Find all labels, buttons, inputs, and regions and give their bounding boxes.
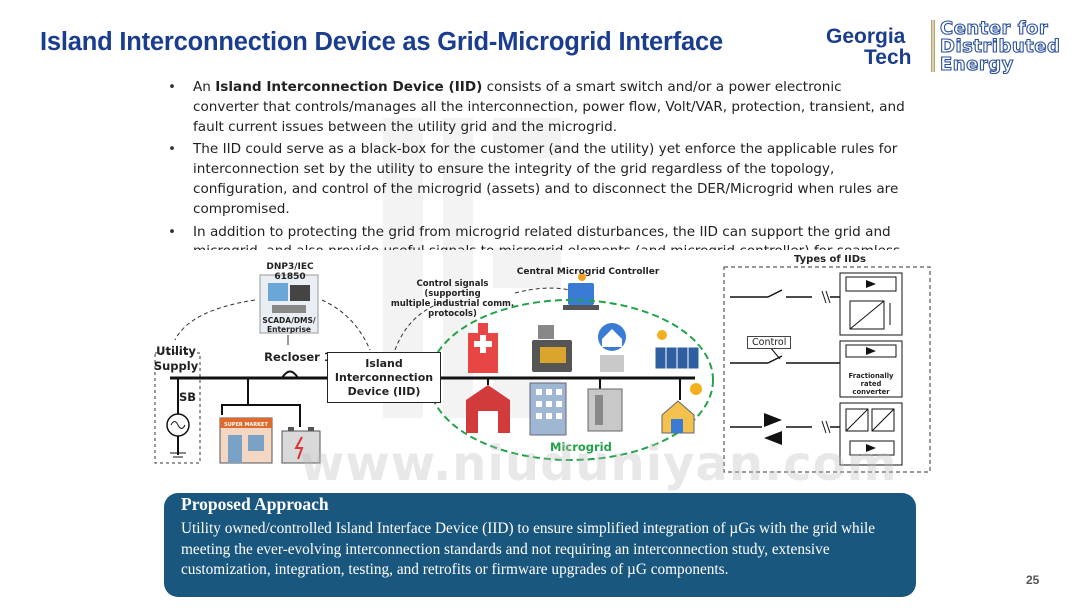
storage-tank-icon <box>587 378 623 432</box>
watermark-text: www.niuduniyan.com <box>300 436 898 492</box>
bullet-item: An Island Interconnection Device (IID) c… <box>168 78 908 137</box>
center-line3: Energy <box>939 54 1014 75</box>
proposed-approach-heading: Proposed Approach <box>181 494 329 514</box>
battery-icon <box>248 404 321 464</box>
diagram-lines <box>154 266 931 473</box>
logo-divider-icon <box>931 20 935 72</box>
central-controller-label: Central Microgrid Controller <box>516 267 660 277</box>
solar-house-icon <box>661 378 702 434</box>
georgia-tech-cde-logo: Georgia Tech Center for Distributed Ener… <box>826 18 1076 76</box>
center-wordmark: Center for Distributed Energy <box>939 18 1061 75</box>
iid-diagram: DNP3/IEC 61850 SCADA/DMS/Enterprise Cont… <box>150 255 940 495</box>
generator-icon <box>532 325 572 372</box>
center-line1: Center for <box>939 18 1049 39</box>
smart-home-icon <box>598 323 626 372</box>
supermarket-label: SUPER MARKET <box>224 422 268 428</box>
hospital-icon <box>468 323 498 373</box>
fire-station-icon <box>466 385 510 433</box>
proposed-approach-body: Utility owned/controlled Island Interfac… <box>181 520 875 578</box>
controller-icon <box>563 273 599 310</box>
microgrid-label: Microgrid <box>550 440 612 454</box>
center-line2: Distributed <box>939 36 1061 57</box>
office-building-icon <box>529 382 567 436</box>
dnp3-label: DNP3/IEC 61850 <box>266 262 314 282</box>
types-of-iids-title: Types of IIDs <box>794 254 866 265</box>
scada-label: SCADA/DMS/Enterprise <box>262 316 316 334</box>
logo-line1: Georgia <box>826 25 906 48</box>
georgia-tech-wordmark: Georgia Tech <box>826 26 911 68</box>
slide-title: Island Interconnection Device as Grid-Mi… <box>40 28 723 56</box>
bullet-bold: Island Interconnection Device (IID) <box>215 79 483 95</box>
bullet-list: An Island Interconnection Device (IID) c… <box>168 78 908 250</box>
page-number: 25 <box>1026 573 1040 587</box>
scada-icon <box>259 274 319 334</box>
recloser-label: Recloser 1 <box>264 350 332 364</box>
logo-line2: Tech <box>864 46 912 69</box>
solar-panel-icon <box>654 330 700 370</box>
bullet-item: In addition to protecting the grid from … <box>168 223 908 250</box>
proposed-approach-box: Proposed Approach Utility owned/controll… <box>164 493 916 597</box>
sb-label: SB <box>179 390 197 404</box>
supermarket-icon <box>219 378 273 464</box>
control-label: Control <box>747 336 792 349</box>
bullet-item: The IID could serve as a black-box for t… <box>168 140 908 219</box>
